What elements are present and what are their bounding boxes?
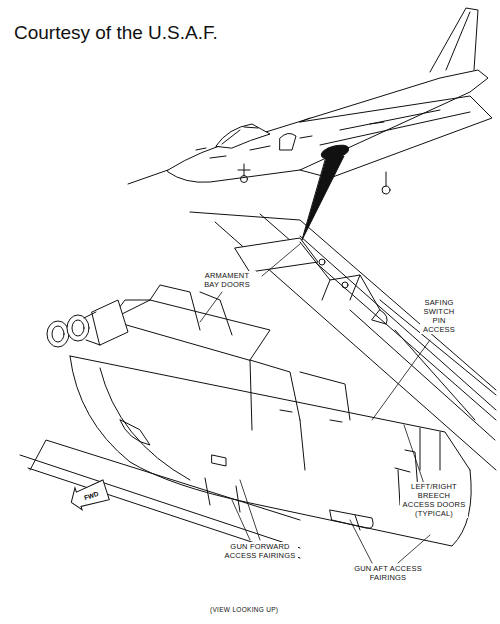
- gun-pod: [47, 285, 471, 546]
- callout-label: GUN AFT ACCESS FAIRINGS: [350, 564, 426, 582]
- callout-label: LEFT/RIGHT BREECH ACCESS DOORS (TYPICAL): [400, 482, 468, 518]
- callout-label: ARMAMENT BAY DOORS: [198, 271, 256, 289]
- arrow-shape: [67, 479, 109, 512]
- callout-label: GUN FORWARD ACCESS FAIRINGS: [222, 542, 298, 560]
- armament-bay-door: [235, 238, 387, 324]
- caption: (VIEW LOOKING UP): [210, 606, 278, 613]
- leader-lines: [200, 244, 430, 563]
- callout-label: SAFING SWITCH PIN ACCESS: [420, 298, 458, 334]
- title: Courtesy of the U.S.A.F.: [14, 22, 218, 44]
- direction-arrow: FWD: [70, 484, 107, 507]
- wing-surface: [20, 212, 496, 558]
